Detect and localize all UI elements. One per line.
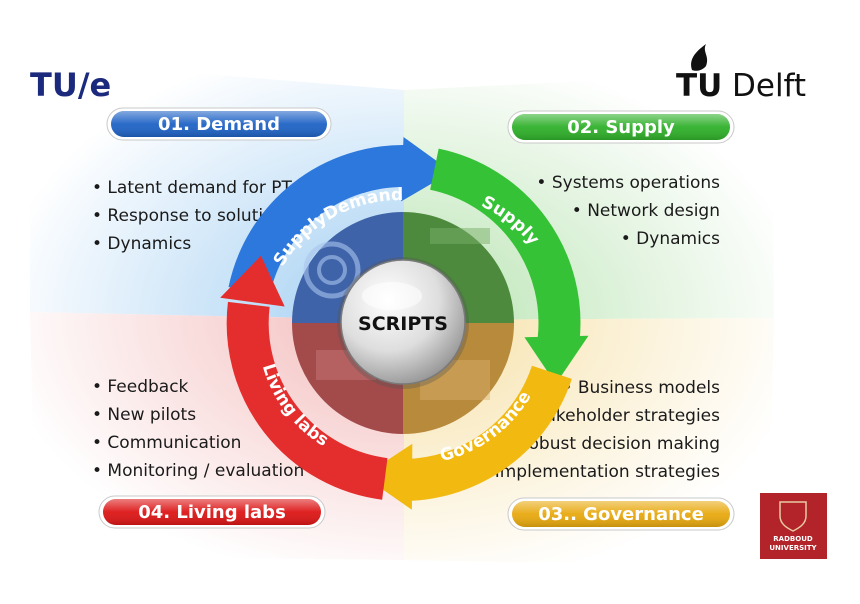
seal-line-1: RADBOUD [773, 535, 813, 543]
pill-governance-label: 03.. Governance [538, 504, 704, 525]
tudelft-logo-prefix: TU [676, 68, 722, 104]
arrowhead-governance [363, 443, 413, 510]
living-labs-bullet-1: • Feedback [92, 377, 189, 397]
supply-bullet-2: • Network design [572, 201, 720, 221]
living-labs-bullet-4: • Monitoring / evaluation [92, 461, 304, 481]
pill-supply: 02. Supply [507, 110, 735, 144]
pill-living-labs: 04. Living labs [98, 495, 326, 529]
flame-icon [691, 44, 708, 71]
pill-living-labs-label: 04. Living labs [138, 502, 286, 523]
cycle-segment-living-labs [226, 301, 388, 500]
pill-governance: 03.. Governance [507, 497, 735, 531]
living-labs-bullet-3: • Communication [92, 433, 241, 453]
shield-icon [779, 501, 807, 532]
pill-demand-label: 01. Demand [158, 114, 280, 135]
center-sphere: SCRIPTS [337, 257, 469, 389]
demand-bullet-3: • Dynamics [92, 234, 191, 254]
governance-bullet-4: • Implementation strategies [479, 462, 720, 482]
arrowhead-supplydemand [401, 137, 452, 202]
tudelft-logo-suffix: Delft [732, 68, 806, 104]
governance-bullets: • Business models • Stakeholder strategi… [479, 378, 720, 482]
arrowhead-supply [524, 335, 589, 384]
living-labs-bullet-2: • New pilots [92, 405, 196, 425]
supply-bullet-1: • Systems operations [536, 173, 720, 193]
supply-bullets: • Systems operations • Network design • … [536, 173, 720, 249]
supply-bullet-3: • Dynamics [621, 229, 720, 249]
cycle-segment-governance [404, 365, 572, 501]
tue-logo: TU/e [30, 66, 111, 104]
pill-supply-label: 02. Supply [567, 117, 675, 138]
arrowhead-living-labs [220, 255, 285, 307]
cycle-segment-supply [429, 148, 581, 343]
seal-line-2: UNIVERSITY [769, 544, 817, 552]
governance-bullet-2: • Stakeholder strategies [513, 406, 721, 426]
center-label: SCRIPTS [358, 313, 448, 335]
governance-bullet-3: • Robust decision making [502, 434, 720, 454]
tudelft-logo: TU Delft [676, 44, 806, 104]
radboud-seal: RADBOUD UNIVERSITY [760, 493, 827, 559]
demand-bullet-2: • Response to solutions [92, 206, 293, 226]
cycle-ring [220, 137, 589, 510]
living-labs-bullets: • Feedback • New pilots • Communication … [92, 377, 304, 481]
pill-demand: 01. Demand [106, 107, 332, 141]
governance-bullet-1: • Business models [562, 378, 720, 398]
